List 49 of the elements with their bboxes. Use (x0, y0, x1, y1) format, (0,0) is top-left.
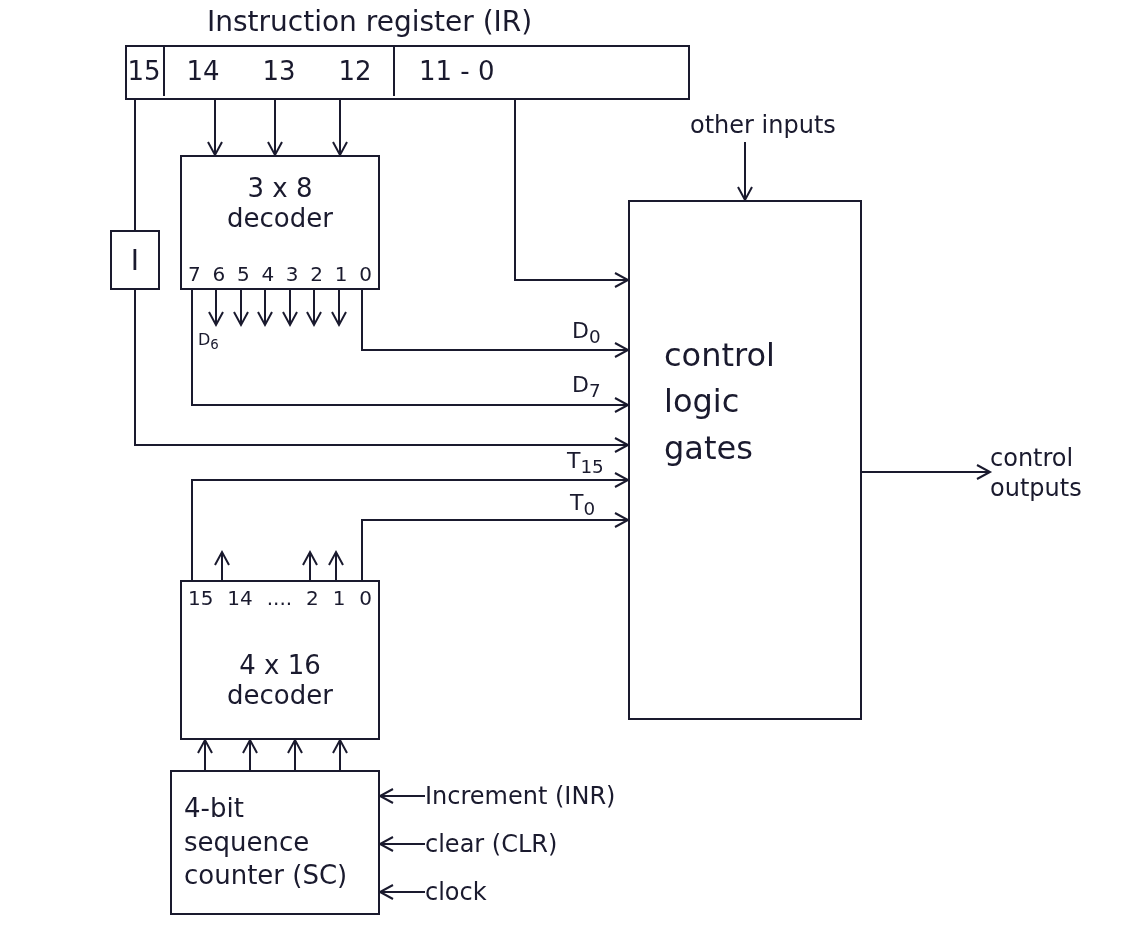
decoder-label: 4 x 16 decoder (226, 650, 334, 710)
decoder-label: 3 x 8 decoder (226, 173, 334, 233)
connector-arrow (207, 99, 223, 156)
connector-arrow (191, 289, 629, 413)
connector-arrow (379, 884, 426, 900)
flip-flop-box (110, 230, 160, 290)
bit-number: 11 - 0 (419, 55, 495, 86)
signal-arrow (331, 289, 347, 326)
connector-arrow (332, 99, 348, 156)
signal-label: clear (CLR) (425, 828, 605, 860)
register-title: Instruction register (IR) (207, 5, 533, 38)
connector-arrow (514, 99, 629, 288)
pin-numbers: 15 14 .... 2 1 0 (187, 586, 373, 610)
bit-number: 14 (186, 55, 220, 86)
connector-arrow (332, 739, 348, 771)
connector-arrow (737, 141, 753, 201)
signal-arrow (233, 289, 249, 326)
signal-arrow (208, 289, 224, 326)
logic-box (628, 200, 862, 720)
signal-arrow (328, 551, 344, 581)
connector-arrow (861, 464, 991, 480)
bit-number: 15 (127, 55, 161, 86)
connector-arrow (379, 836, 426, 852)
signal-label: control outputs (990, 440, 1120, 506)
flip-flop-label: I (130, 243, 140, 277)
logic-label: control logic gates (664, 335, 776, 469)
connector-arrow (267, 99, 283, 156)
signal-arrow (257, 289, 273, 326)
bit-number: 13 (262, 55, 296, 86)
pin-numbers: 7 6 5 4 3 2 1 0 (187, 262, 373, 286)
connector-arrow (361, 289, 629, 358)
connector-arrow (361, 512, 629, 581)
signal-arrow (306, 289, 322, 326)
decoder-box (180, 580, 380, 740)
connector-arrow (287, 739, 303, 771)
connector-arrow (197, 739, 213, 771)
connector-arrow (379, 788, 426, 804)
connector-arrow (134, 289, 629, 453)
signal-label: clock (425, 876, 525, 908)
signal-label: other inputs (690, 108, 860, 142)
signal-label: Increment (INR) (425, 780, 635, 812)
decoder-box (180, 155, 380, 290)
signal-arrow (282, 289, 298, 326)
connector-arrow (191, 472, 629, 581)
bit-number: 12 (338, 55, 372, 86)
connector-arrow (242, 739, 258, 771)
signal-arrow (214, 551, 230, 581)
signal-arrow (302, 551, 318, 581)
counter-box: 4-bit sequence counter (SC) (170, 770, 380, 915)
